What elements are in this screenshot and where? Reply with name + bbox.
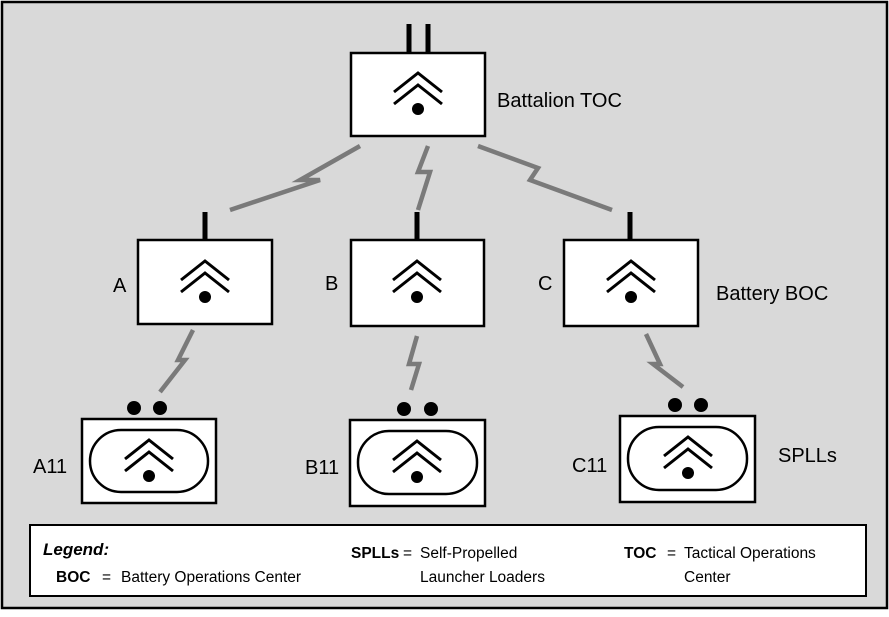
battalion-toc-label: Battalion TOC <box>497 90 622 112</box>
legend-boc-equals: = <box>102 569 111 586</box>
legend-boc-def: Battery Operations Center <box>121 569 301 586</box>
battery-a-label: A <box>113 275 127 297</box>
legend-toc-equals: = <box>667 545 676 562</box>
battery-c-label: C <box>538 273 552 295</box>
link-toc-c <box>477 143 613 213</box>
legend-splls-def-1: Self-Propelled <box>420 545 517 562</box>
spll-a11-node <box>80 401 218 505</box>
spll-c11-label: C11 <box>572 455 607 477</box>
battery-a-node <box>136 212 274 326</box>
spll-b11-node <box>348 402 487 508</box>
legend-boc-abbr: BOC <box>56 569 90 586</box>
legend-toc-abbr: TOC <box>624 545 656 562</box>
battery-boc-label: Battery BOC <box>716 283 828 305</box>
link-c-c11 <box>643 333 685 389</box>
legend-title: Legend: <box>43 540 109 559</box>
link-b-b11 <box>406 335 423 391</box>
legend: Legend: BOC = Battery Operations Center … <box>29 524 867 597</box>
splls-label: SPLLs <box>778 445 837 467</box>
link-toc-b <box>414 145 434 211</box>
spll-b11-label: B11 <box>305 457 339 479</box>
legend-toc-def-2: Center <box>684 569 731 586</box>
battery-c-node <box>562 212 700 328</box>
legend-splls-abbr: SPLLs <box>351 545 399 562</box>
battery-b-label: B <box>325 273 338 295</box>
battery-b-node <box>349 212 486 328</box>
spll-a11-label: A11 <box>33 456 67 478</box>
legend-toc-def-1: Tactical Operations <box>684 545 816 562</box>
legend-splls-equals: = <box>403 545 412 562</box>
link-toc-a <box>229 144 362 213</box>
spll-c11-node <box>618 398 757 504</box>
link-a-a11 <box>158 328 196 394</box>
battalion-toc-node <box>349 24 487 138</box>
legend-splls-def-2: Launcher Loaders <box>420 569 545 586</box>
